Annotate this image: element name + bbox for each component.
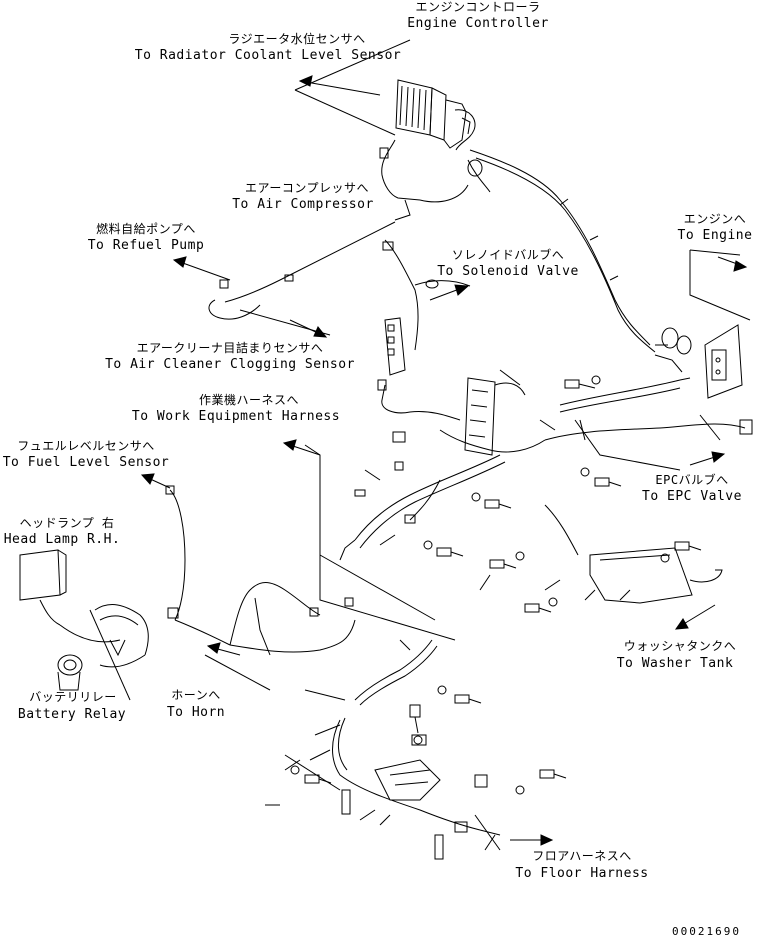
washer-tank-bracket	[544, 504, 723, 604]
arrow-to-fuel-level	[140, 473, 171, 489]
work-equipment-label: To Work Equipment Harness	[131, 409, 341, 424]
arrow-to-solenoid	[429, 284, 470, 301]
epc-valve-label-jp: EPCバルブへ	[655, 473, 729, 487]
floor-harness-label: To Floor Harness	[515, 866, 649, 881]
air-compressor-label-jp: エアーコンプレッサへ	[245, 181, 369, 195]
arrow-to-washer	[674, 604, 716, 630]
arrow-to-epc	[689, 451, 726, 466]
main-harness-trunk	[467, 149, 656, 353]
fuel-level-branch	[165, 485, 186, 621]
bolt	[594, 477, 622, 487]
epc-branch	[544, 414, 753, 441]
horn-branch	[229, 582, 354, 656]
junction-block	[439, 377, 691, 456]
drawing-number: 00021690	[672, 925, 741, 938]
arrow-to-radiator	[298, 75, 381, 96]
bolt	[539, 769, 567, 779]
washer-tank-label: To Washer Tank	[616, 656, 734, 671]
head-lamp-label: Head Lamp R.H.	[3, 532, 121, 547]
air-cleaner-label-jp: エアークリーナ目詰まりセンサへ	[136, 341, 324, 355]
engine-controller-label-jp: エンジンコントローラ	[415, 0, 541, 14]
epc-valve-label: To EPC Valve	[642, 489, 742, 504]
bolts	[290, 375, 702, 860]
solenoid-valve-label-jp: ソレノイドバルブへ	[451, 248, 565, 262]
direction-arrows	[140, 75, 748, 846]
air-compressor-label: To Air Compressor	[232, 197, 374, 212]
floor-harness-label-jp: フロアハーネスへ	[532, 849, 632, 863]
left-harness-assembly	[57, 604, 356, 691]
compressor-branch	[379, 139, 469, 221]
bolt	[436, 547, 464, 557]
washer-tank-label-jp: ウォッシャタンクへ	[623, 639, 737, 653]
solenoid-valve-label: To Solenoid Valve	[437, 264, 579, 279]
air-cleaner-branch	[377, 317, 461, 443]
solenoid-branch	[382, 239, 471, 351]
engine-controller-label: Engine Controller	[407, 16, 549, 31]
arrow-to-work-equipment	[282, 439, 321, 456]
arrow-to-floor	[510, 834, 554, 846]
bolt	[564, 379, 596, 389]
bolt	[489, 559, 517, 569]
pin	[434, 834, 444, 860]
leader-lines	[265, 369, 631, 851]
bolt	[409, 704, 421, 734]
bolt	[454, 694, 482, 704]
horn-label-jp: ホーンへ	[171, 688, 221, 702]
floor-harness-branch	[332, 639, 501, 836]
engine-label-jp: エンジンへ	[683, 212, 747, 226]
fuel-level-label-jp: フュエルレベルセンサへ	[17, 439, 155, 453]
bolt	[484, 499, 512, 509]
refuel-pump-branch	[208, 221, 396, 336]
work-equipment-label-jp: 作業機ハーネスへ	[198, 393, 300, 407]
lower-left-harness	[339, 454, 506, 561]
callout-frames	[89, 39, 751, 851]
radiator-label: To Radiator Coolant Level Sensor	[134, 48, 402, 63]
battery-relay-label: Battery Relay	[17, 707, 127, 722]
head-lamp-label-jp: ヘッドランプ 右	[19, 516, 115, 530]
pin	[341, 789, 351, 815]
arrow-to-horn	[206, 642, 241, 656]
radiator-label-jp: ラジエータ水位センサへ	[228, 32, 366, 46]
engine-connector	[654, 324, 743, 399]
air-cleaner-label: To Air Cleaner Clogging Sensor	[105, 357, 355, 372]
head-lamp	[19, 549, 67, 626]
engine-controller	[395, 79, 476, 151]
refuel-pump-label-jp: 燃料自給ポンプへ	[96, 222, 196, 236]
arrow-to-refuel-pump	[172, 256, 231, 281]
arrow-to-air-cleaner	[289, 319, 328, 338]
fuel-level-label: To Fuel Level Sensor	[2, 455, 170, 470]
bolt	[524, 603, 552, 613]
battery-relay-label-jp: バッテリリレー	[29, 690, 117, 704]
horn-label: To Horn	[166, 705, 226, 720]
engine-label: To Engine	[677, 228, 753, 243]
arrow-to-engine	[717, 256, 748, 272]
bolt	[674, 541, 702, 551]
refuel-pump-label: To Refuel Pump	[87, 238, 205, 253]
